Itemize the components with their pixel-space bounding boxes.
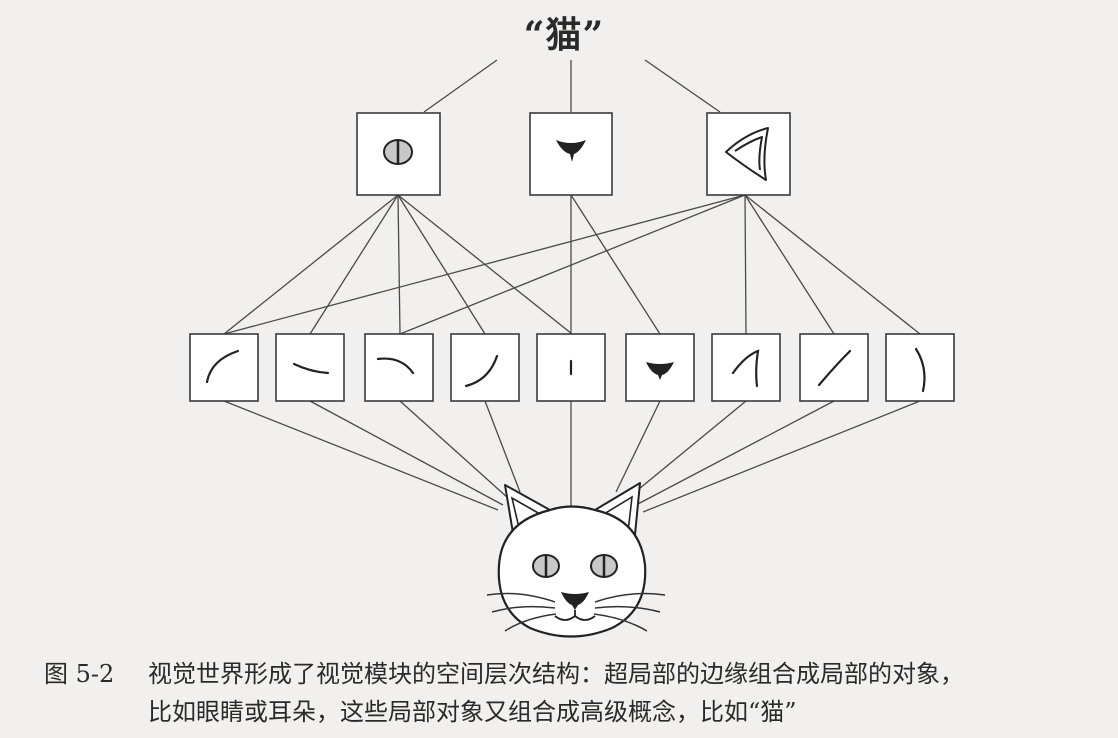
ear-icon [725, 127, 769, 181]
caption-line-1: 视觉世界形成了视觉模块的空间层次结构：超局部的边缘组合成局部的对象， [148, 660, 964, 688]
short-stroke-icon [292, 362, 330, 375]
vertical-curve-icon [914, 347, 926, 393]
edge-to-image-connectors [223, 400, 921, 513]
edge-box-5 [536, 333, 606, 402]
cat-face-image [486, 482, 666, 638]
ear-edge-icon [731, 349, 760, 388]
edge-box-7 [711, 333, 781, 402]
edge-box-8 [799, 333, 869, 402]
part-box-ear [706, 112, 791, 196]
nose-fragment-icon [646, 362, 674, 380]
edge-box-2 [275, 333, 345, 402]
diagonal-stroke-icon [817, 349, 852, 387]
figure-number: 图 5-2 [44, 660, 115, 688]
edge-box-4 [450, 333, 520, 402]
concept-connectors [423, 59, 721, 113]
edge-box-3 [364, 333, 434, 402]
arc-edge-icon [205, 349, 240, 384]
figure-caption: 图 5-2 视觉世界形成了视觉模块的空间层次结构：超局部的边缘组合成局部的对象，… [44, 655, 1104, 731]
visual-hierarchy-diagram [189, 59, 955, 638]
edge-box-9 [885, 333, 955, 402]
cat-concept-label: “猫” [523, 14, 605, 56]
edge-box-1 [189, 333, 259, 402]
curve-stroke-icon [376, 357, 415, 375]
part-to-edge-connectors [223, 194, 921, 335]
part-box-eye [356, 112, 441, 196]
caption-line-2: 比如眼睛或耳朵，这些局部对象又组合成高级概念，比如“猫” [148, 698, 797, 726]
curve-up-icon [464, 354, 499, 388]
part-box-nose [529, 112, 613, 196]
nose-icon [556, 140, 586, 162]
eye-icon [383, 139, 413, 165]
edge-box-6 [625, 333, 695, 402]
